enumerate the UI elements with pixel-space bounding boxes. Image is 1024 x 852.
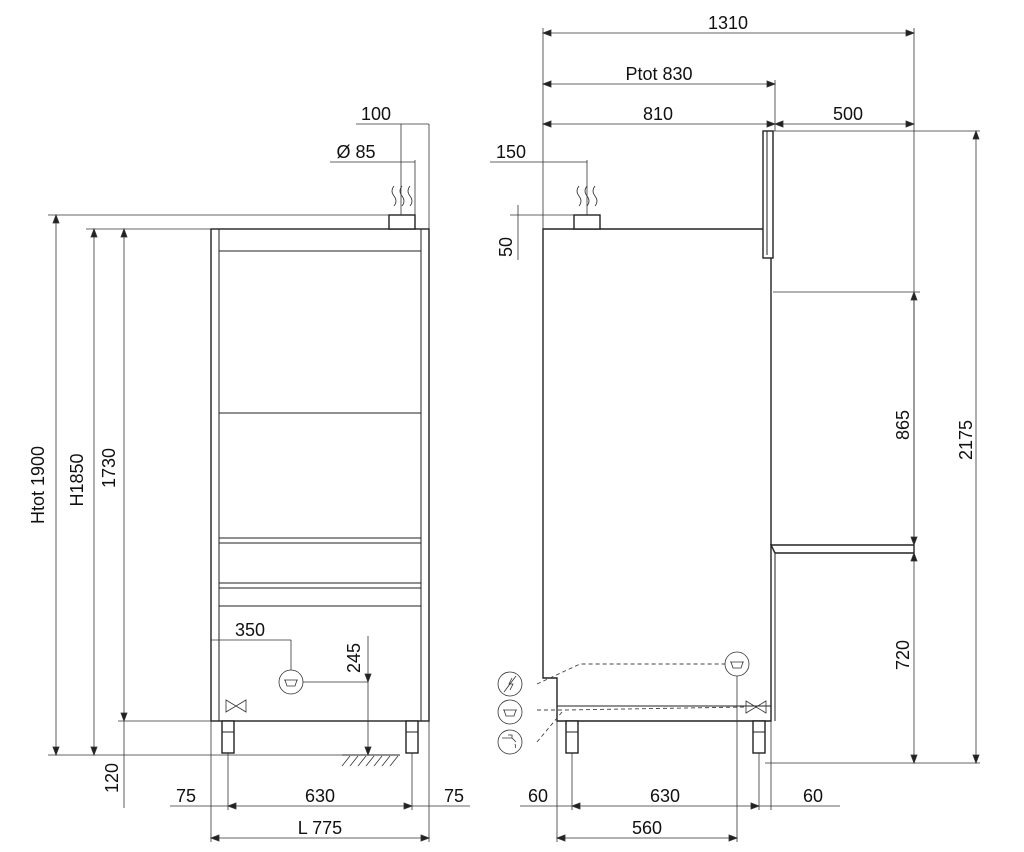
offset-150-label: 150 bbox=[496, 142, 526, 162]
drain-icon bbox=[497, 699, 523, 725]
drain-350-label: 350 bbox=[235, 620, 265, 640]
side-100-label: 100 bbox=[361, 104, 391, 124]
front-dimension-lines bbox=[48, 123, 470, 842]
front-630-label: 630 bbox=[305, 786, 335, 806]
side-560-label: 560 bbox=[632, 818, 662, 838]
side-right-foot bbox=[752, 720, 766, 754]
steam-icon bbox=[391, 185, 413, 207]
side-630-label: 630 bbox=[650, 786, 680, 806]
overall-width-label: 1310 bbox=[708, 13, 748, 33]
hood-500-label: 500 bbox=[833, 104, 863, 124]
side-60-left-label: 60 bbox=[528, 786, 548, 806]
leg-120-label: 120 bbox=[102, 763, 122, 793]
side-60-right-label: 60 bbox=[803, 786, 823, 806]
front-cabinet-outline bbox=[210, 228, 430, 722]
table-865-label: 865 bbox=[893, 410, 913, 440]
left-75-label: 75 bbox=[176, 786, 196, 806]
side-view bbox=[497, 130, 915, 755]
diameter-label: Ø 85 bbox=[336, 142, 375, 162]
right-75-label: 75 bbox=[444, 786, 464, 806]
drain-245-label: 245 bbox=[344, 643, 364, 673]
htot-label: Htot 1900 bbox=[28, 446, 48, 524]
electric-supply-icon bbox=[497, 671, 523, 697]
dimension-arrowheads bbox=[52, 29, 980, 842]
front-view bbox=[210, 185, 430, 767]
hood-panel bbox=[762, 130, 774, 259]
water-supply-icon bbox=[497, 729, 523, 755]
depth-810-label: 810 bbox=[643, 104, 673, 124]
side-table bbox=[769, 544, 915, 554]
ptot-label: Ptot 830 bbox=[625, 64, 692, 84]
h1730-label: 1730 bbox=[99, 448, 119, 488]
side-exhaust-stub bbox=[573, 214, 601, 230]
front-left-foot bbox=[221, 720, 235, 754]
height-50-label: 50 bbox=[496, 237, 516, 257]
h1850-label: H1850 bbox=[67, 453, 87, 506]
front-right-foot bbox=[405, 720, 419, 754]
valve-icon bbox=[225, 699, 247, 713]
length-775-label: L 775 bbox=[298, 818, 342, 838]
valve-icon bbox=[745, 700, 767, 714]
side-left-foot bbox=[565, 720, 579, 754]
side-cabinet-outline bbox=[542, 228, 772, 722]
front-exhaust-stub bbox=[388, 214, 416, 230]
table-720-label: 720 bbox=[893, 640, 913, 670]
overall-2175-label: 2175 bbox=[956, 420, 976, 460]
